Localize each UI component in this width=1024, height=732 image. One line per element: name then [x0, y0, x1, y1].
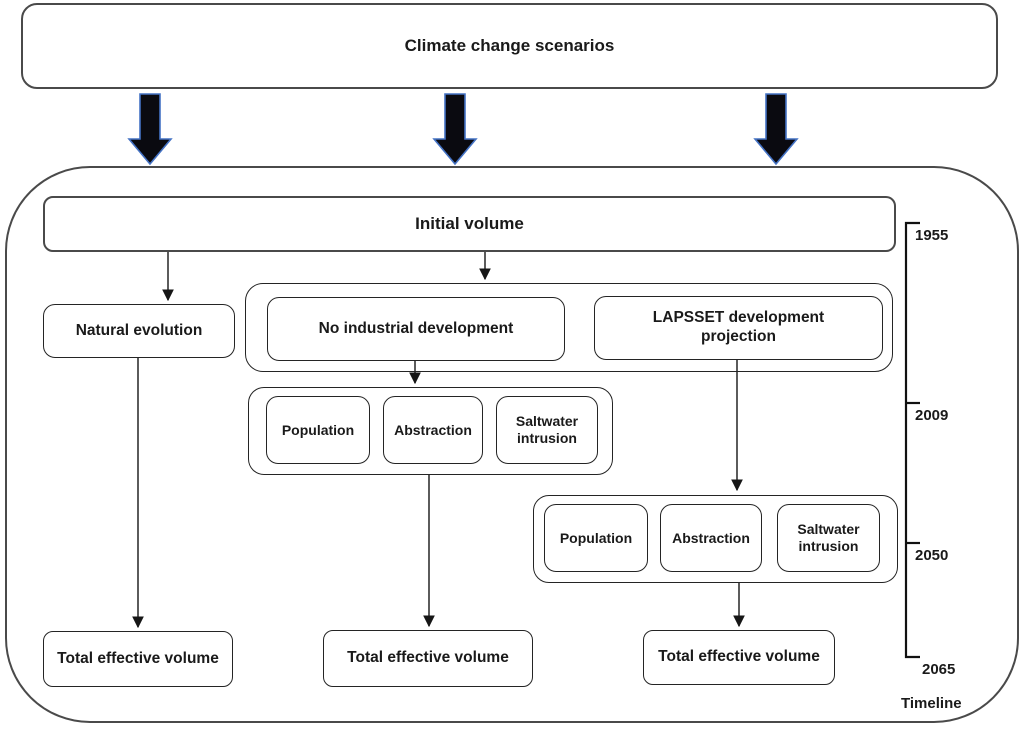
initial-volume-label: Initial volume	[415, 213, 524, 233]
factor-group-2	[533, 495, 898, 583]
total-volume-label-1: Total effective volume	[57, 649, 219, 667]
abstraction-box-2: Abstraction	[660, 504, 762, 572]
no-industrial-box: No industrial development	[267, 297, 565, 361]
abstraction-label-1: Abstraction	[394, 421, 472, 438]
factor-group-1	[248, 387, 613, 475]
natural-evolution-label: Natural evolution	[75, 321, 203, 339]
total-volume-label-3: Total effective volume	[658, 648, 820, 666]
population-box-1: Population	[266, 396, 370, 464]
total-volume-label-2: Total effective volume	[347, 649, 509, 667]
saltwater-label-1: Saltwater intrusion	[515, 413, 579, 446]
population-label-1: Population	[281, 421, 355, 438]
year-label-2009: 2009	[915, 407, 949, 424]
population-box-2: Population	[544, 504, 648, 572]
lapsset-label: LAPSSET development projection	[652, 309, 825, 345]
climate-scenarios-box: Climate change scenarios	[21, 3, 998, 89]
abstraction-box-1: Abstraction	[383, 396, 483, 464]
abstraction-label-2: Abstraction	[672, 529, 750, 546]
climate-scenarios-label: Climate change scenarios	[404, 35, 615, 55]
saltwater-box-2: Saltwater intrusion	[777, 504, 880, 572]
block-down-arrow-right	[753, 93, 799, 166]
initial-volume-box: Initial volume	[43, 196, 896, 252]
year-label-2050: 2050	[915, 547, 949, 564]
lapsset-box: LAPSSET development projection	[594, 296, 883, 360]
no-industrial-label: No industrial development	[318, 319, 514, 337]
year-label-2065: 2065	[922, 661, 956, 678]
block-down-arrow-left	[127, 93, 173, 166]
natural-evolution-box: Natural evolution	[43, 304, 235, 358]
year-label-1955: 1955	[915, 227, 949, 244]
population-label-2: Population	[559, 529, 633, 546]
development-group-box	[245, 283, 893, 372]
total-volume-box-2: Total effective volume	[323, 630, 533, 687]
total-volume-box-3: Total effective volume	[643, 630, 835, 685]
scenario-container	[5, 166, 1019, 723]
saltwater-box-1: Saltwater intrusion	[496, 396, 598, 464]
block-down-arrow-middle	[432, 93, 478, 166]
total-volume-box-1: Total effective volume	[43, 631, 233, 687]
timeline-label: Timeline	[901, 695, 962, 712]
saltwater-label-2: Saltwater intrusion	[797, 521, 860, 554]
